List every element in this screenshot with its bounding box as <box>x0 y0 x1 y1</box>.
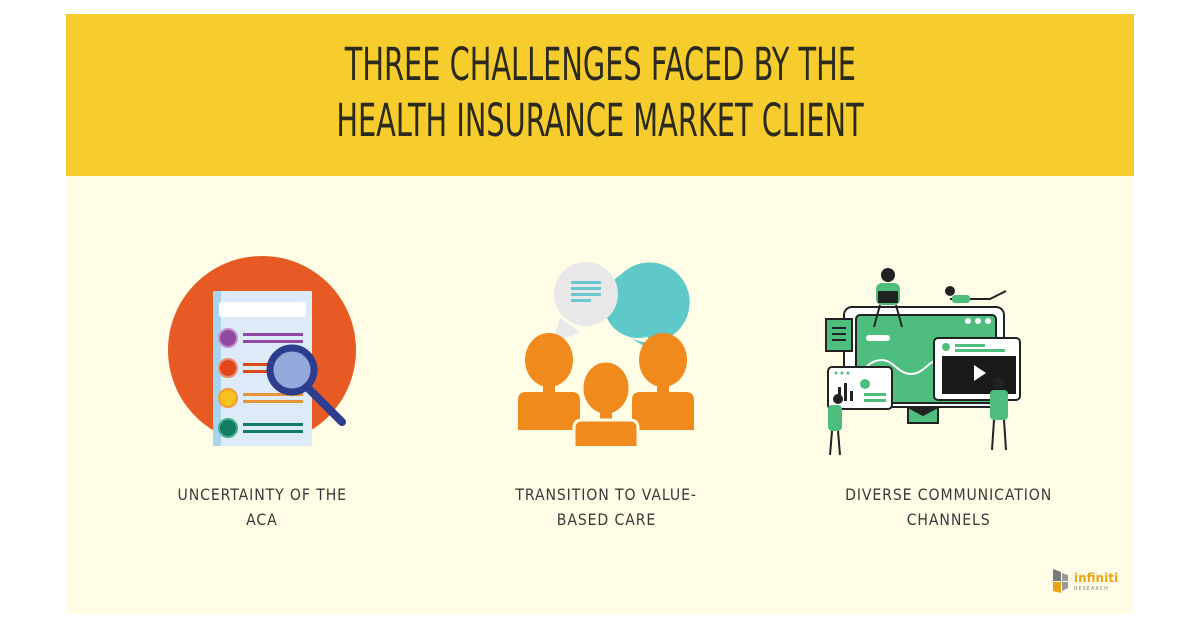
challenge-label-3: DIVERSE COMMUNICATION CHANNELS <box>845 485 1053 529</box>
challenge-label-1: UNCERTAINTY OF THE ACA <box>177 485 347 529</box>
challenge-label-2: TRANSITION TO VALUE- BASED CARE <box>515 485 697 529</box>
infiniti-research-logo: infiniti RESEARCH <box>1052 568 1122 594</box>
header-banner: THREE CHALLENGES FACED BY THE HEALTH INS… <box>66 14 1134 176</box>
page-title-line-2: HEALTH INSURANCE MARKET CLIENT <box>336 94 864 147</box>
infographic-card: THREE CHALLENGES FACED BY THE HEALTH INS… <box>66 14 1134 614</box>
digital-channels-icon <box>825 268 1021 456</box>
document-magnifier-icon <box>168 256 356 446</box>
logo-mark-icon <box>1053 569 1068 593</box>
page-title-line-1: THREE CHALLENGES FACED BY THE <box>344 38 856 91</box>
people-conversation-icon <box>518 262 694 446</box>
